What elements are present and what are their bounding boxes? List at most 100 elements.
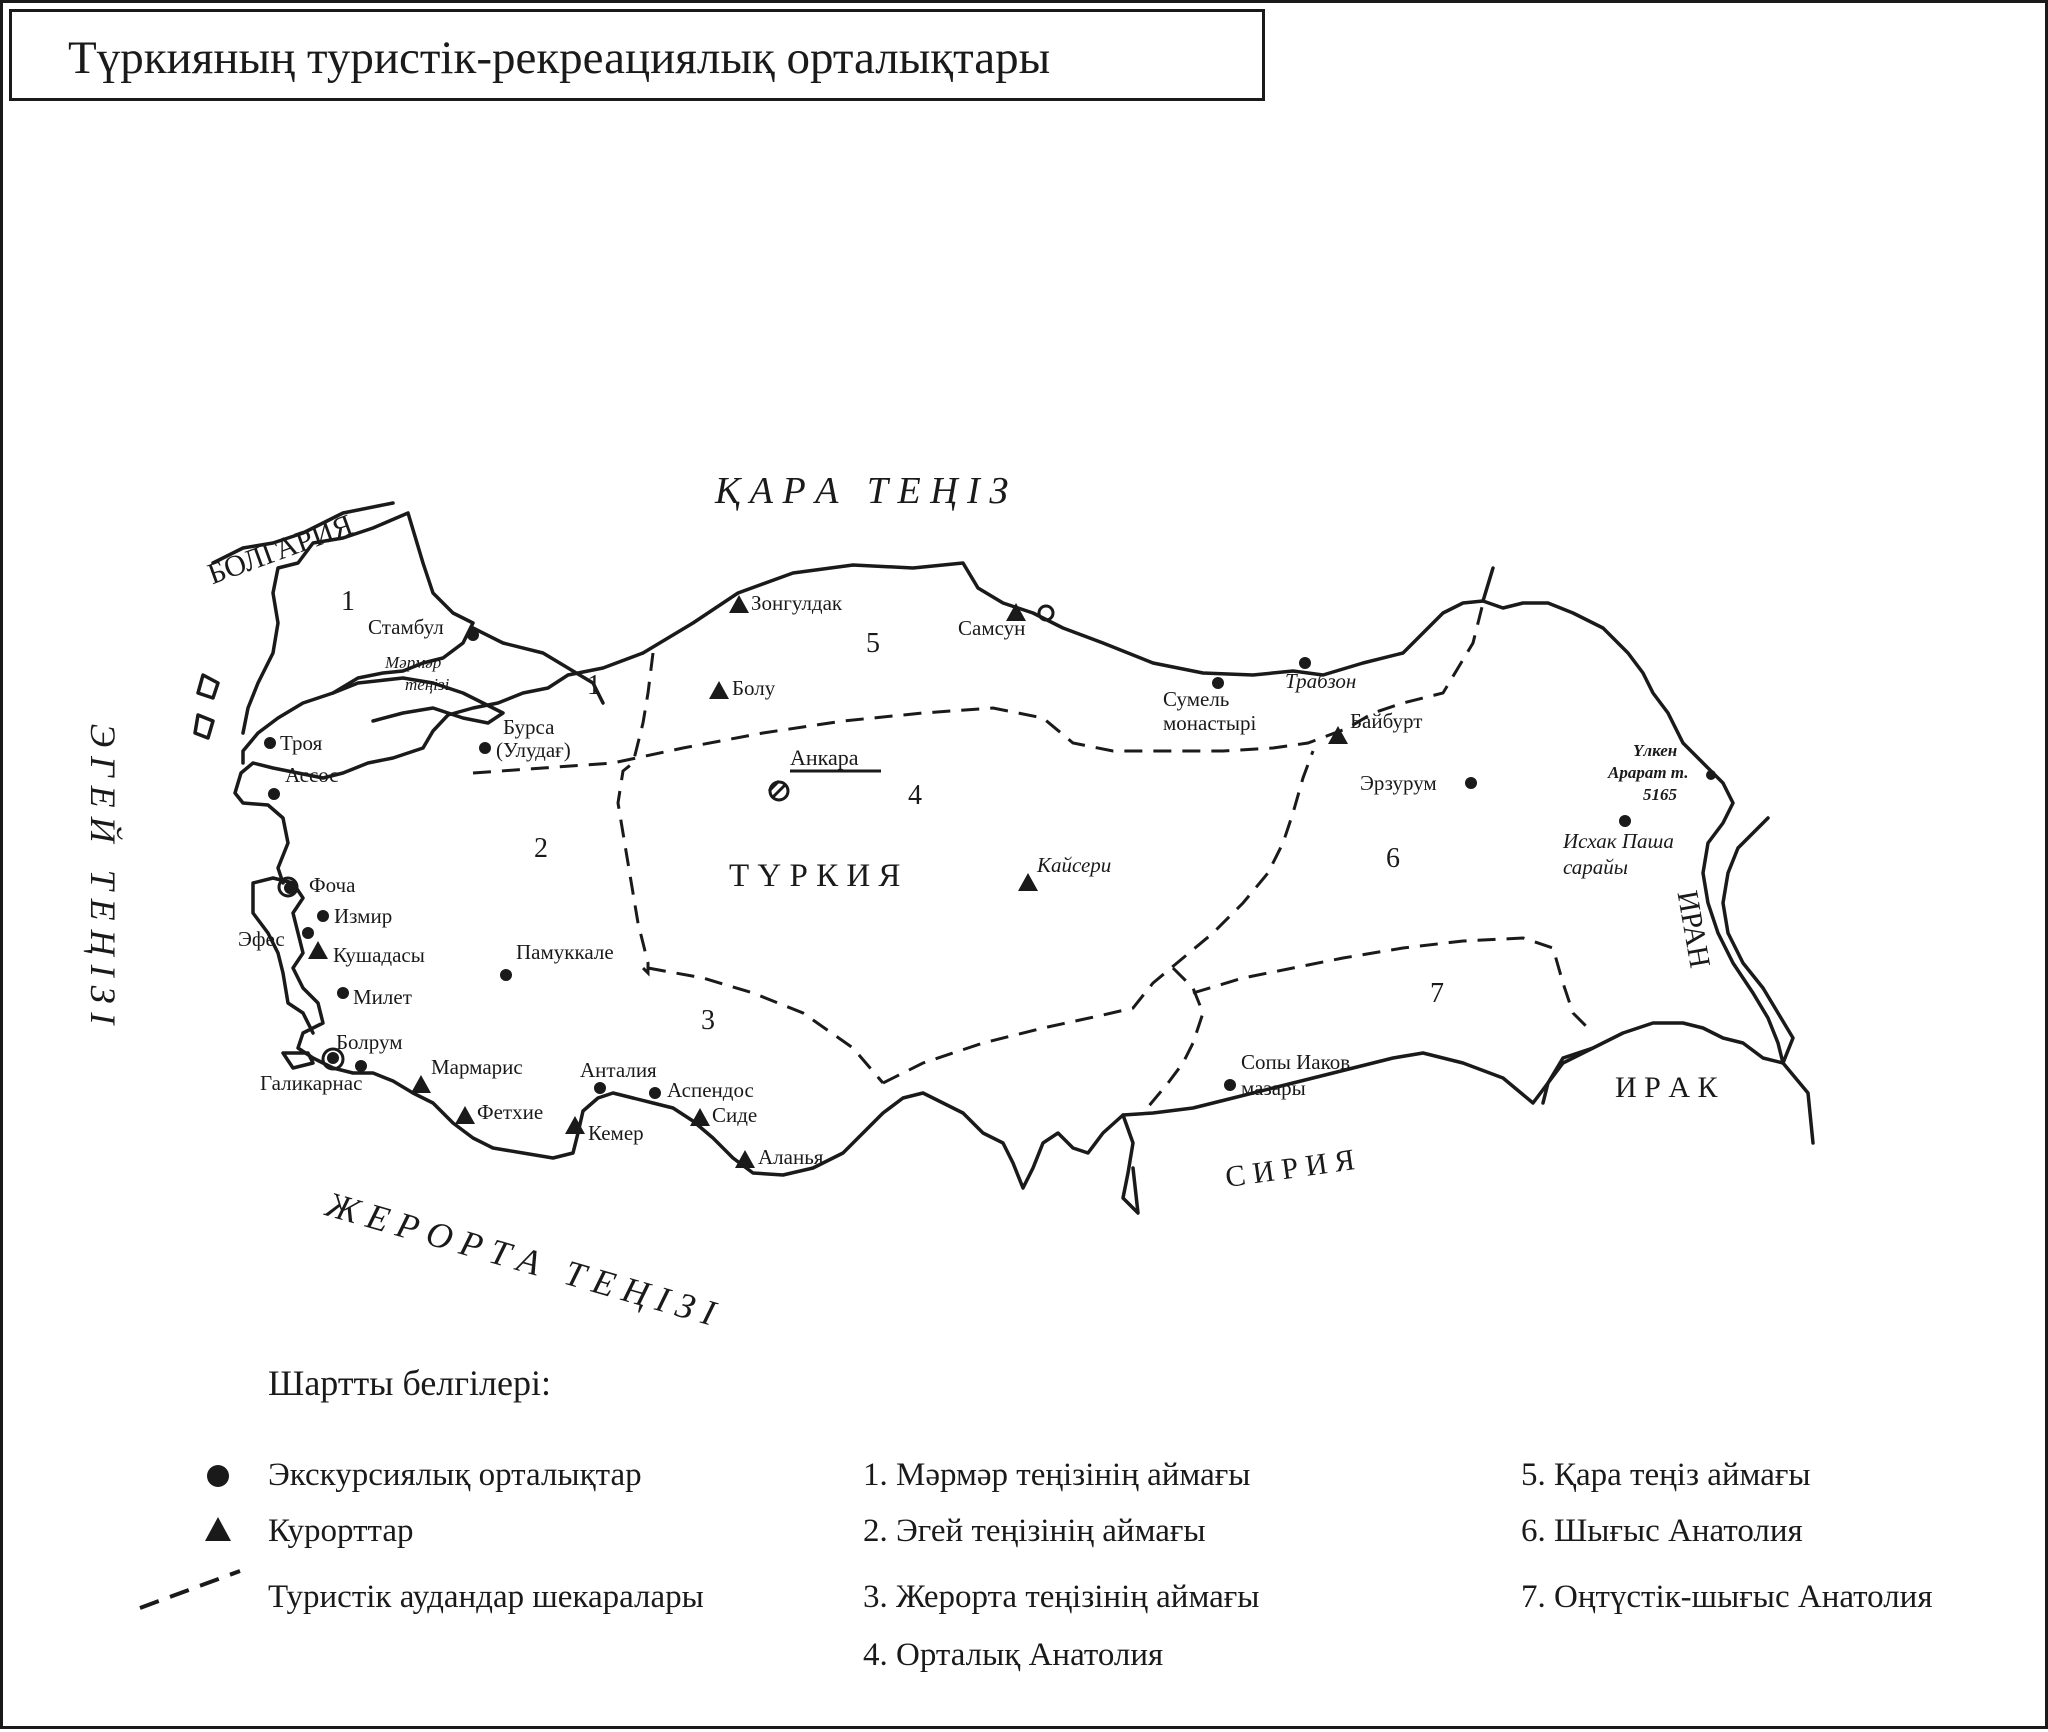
marker-kushadasy <box>308 941 328 959</box>
place-side: Сиде <box>712 1103 758 1127</box>
region-number-4: 4 <box>908 780 922 811</box>
region-number-2: 2 <box>534 833 548 864</box>
place-assos: Ассос <box>285 763 339 787</box>
place-alanya: Аланья <box>758 1145 824 1169</box>
marmara-shore <box>331 626 605 725</box>
place-marmaris: Мармарис <box>431 1055 523 1079</box>
region-boundary <box>1141 966 1205 1114</box>
place-ankara: Анкара <box>790 745 859 770</box>
place-zonguldak: Зонгулдак <box>751 591 843 615</box>
region-number-1-anatolia: 1 <box>587 670 601 701</box>
marker-bolu <box>709 681 729 699</box>
place-bursa-line1: Бурса <box>503 715 555 739</box>
aegean-coastline <box>233 651 645 885</box>
marker-sufi <box>1224 1079 1236 1091</box>
marker-assos <box>268 788 280 800</box>
place-milet: Милет <box>353 985 412 1009</box>
marker-pamukkale <box>500 969 512 981</box>
place-sumela-line1: Сумель <box>1163 687 1230 711</box>
samsun-port-icon <box>1037 604 1055 622</box>
marker-istanbul <box>467 629 479 641</box>
place-ararat-line3: 5165 <box>1643 785 1677 804</box>
place-fethie: Фетхие <box>477 1100 544 1124</box>
marker-alanya <box>735 1150 755 1168</box>
black-sea-label: Қ А Р А Т Е Ң І З <box>715 470 1009 512</box>
place-kemer: Кемер <box>588 1121 644 1145</box>
title-box: Түркияның туристік-рекреациялық орталықт… <box>9 9 1265 101</box>
place-bodrum: Болрум <box>336 1030 403 1054</box>
thrace-outline <box>211 501 475 765</box>
marker-troya <box>264 737 276 749</box>
place-ararat-line1: Үлкен <box>1633 741 1678 760</box>
region-number-3: 3 <box>701 1005 715 1036</box>
place-trabzon: Трабзон <box>1285 669 1357 693</box>
place-aspendos: Аспендос <box>667 1078 754 1102</box>
marker-focha <box>284 882 296 894</box>
region-number-5: 5 <box>866 628 880 659</box>
marker-izmir <box>317 910 329 922</box>
place-antalya: Анталия <box>580 1058 657 1082</box>
marker-ishak <box>1619 815 1631 827</box>
place-bursa-line2: (Улудағ) <box>496 738 571 762</box>
place-bolu: Болу <box>732 676 776 700</box>
bodrum-ring-icon <box>321 1047 345 1071</box>
marker-marmaris <box>411 1075 431 1093</box>
aegean-sea-label: Э Г Е Й Т Е Ң І З І <box>83 723 123 1025</box>
anatolia-outline <box>251 561 1785 1190</box>
place-ararat-line2: Арарат т. <box>1608 763 1689 782</box>
marker-galikarnas <box>355 1060 367 1072</box>
place-ishak-line1: Исхак Паша <box>1563 829 1674 853</box>
place-galikarnas: Галикарнас <box>260 1071 363 1095</box>
marmara-label-line2: теңізі <box>405 675 450 694</box>
excursion-markers <box>264 629 1716 1099</box>
turkey-label: Т Ү Р К И Я <box>729 858 901 894</box>
marker-bursa <box>479 742 491 754</box>
iran-border <box>1481 566 1795 1065</box>
marmara-label-line1: Мәрмәр <box>385 653 442 672</box>
marker-bayburt <box>1328 726 1348 744</box>
turkey-map <box>193 501 1815 1215</box>
marker-trabzon <box>1299 657 1311 669</box>
marker-side <box>690 1108 710 1126</box>
iraq-border <box>1541 1046 1815 1145</box>
region-boundary <box>1192 936 1595 1035</box>
place-focha: Фоча <box>309 873 356 897</box>
place-ishak-line2: сарайы <box>1563 855 1628 879</box>
marker-kayseri <box>1018 873 1038 891</box>
place-troya: Троя <box>280 731 323 755</box>
place-erzurum: Эрзурум <box>1360 771 1437 795</box>
region-number-7: 7 <box>1430 978 1444 1009</box>
marker-aspendos <box>649 1087 661 1099</box>
marker-zonguldak <box>729 595 749 613</box>
syria-border <box>1121 1113 1140 1215</box>
iraq-label: И Р А К <box>1615 1071 1718 1104</box>
region-boundary <box>472 602 1485 775</box>
region-number-1-thrace: 1 <box>341 586 355 617</box>
region-number-6: 6 <box>1386 843 1400 874</box>
place-kayseri: Кайсери <box>1037 853 1112 877</box>
marker-kemer <box>565 1116 585 1134</box>
region-boundary <box>647 966 885 1084</box>
place-efes: Эфес <box>238 927 285 951</box>
place-sufi-line1: Сопы Иаков <box>1241 1050 1351 1074</box>
region-boundary <box>882 750 1315 1085</box>
marker-fethie <box>455 1106 475 1124</box>
region-boundary <box>616 652 655 977</box>
place-izmir: Измир <box>334 904 393 928</box>
place-kushadasy: Кушадасы <box>333 943 425 967</box>
marker-antalya <box>594 1082 606 1094</box>
place-samsun: Самсун <box>958 616 1026 640</box>
marker-efes <box>302 927 314 939</box>
page-title: Түркияның туристік-рекреациялық орталықт… <box>68 32 1051 84</box>
marker-samsun <box>1006 603 1026 621</box>
marker-milet <box>337 987 349 999</box>
aegean-islands <box>193 673 315 1070</box>
marker-sumela <box>1212 677 1224 689</box>
place-istanbul: Стамбул <box>368 615 444 639</box>
marker-bodrum <box>327 1052 339 1064</box>
marker-ararat <box>1706 770 1716 780</box>
place-sumela-line2: монастырі <box>1163 711 1257 735</box>
resort-markers <box>308 595 1348 1168</box>
focha-ring-icon <box>277 876 299 898</box>
